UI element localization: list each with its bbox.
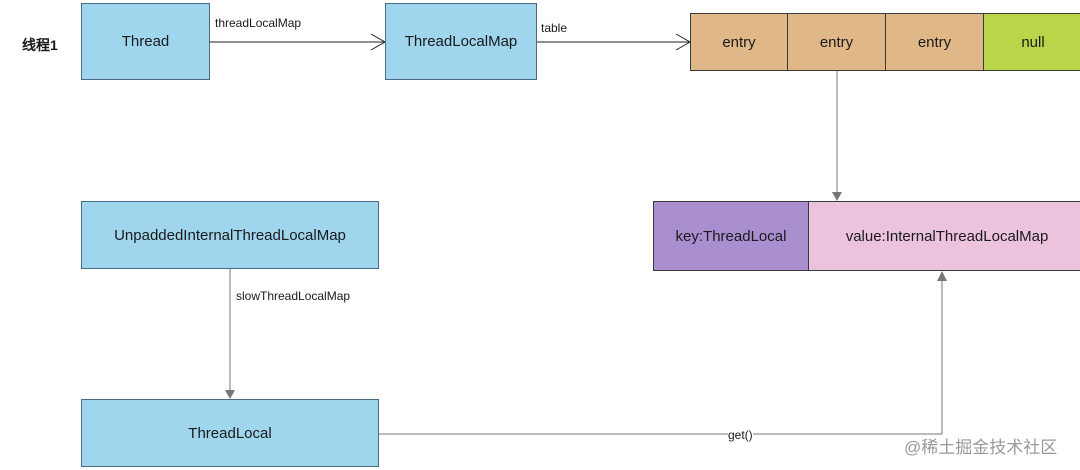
thread-node: Thread xyxy=(81,3,210,80)
watermark: @稀土掘金技术社区 xyxy=(904,438,1058,457)
thread-local-node: ThreadLocal xyxy=(81,399,379,467)
table-cell-2: entry xyxy=(787,13,886,71)
thread-local-map-node: ThreadLocalMap xyxy=(385,3,537,80)
table-cell-3: entry xyxy=(885,13,984,71)
edge-label-get: get() xyxy=(728,428,753,442)
table-cell-null: null xyxy=(983,13,1080,71)
table-cell-1: entry xyxy=(690,13,788,71)
edge-get xyxy=(379,273,943,435)
arrowhead-slow xyxy=(225,390,235,399)
value-cell: value:InternalThreadLocalMap xyxy=(808,201,1080,271)
row-label: 线程1 xyxy=(22,37,58,53)
edge-label-table: table xyxy=(541,21,568,35)
arrowhead-entry-to-pair xyxy=(832,192,842,201)
unpadded-map-node: UnpaddedInternalThreadLocalMap xyxy=(81,201,379,269)
key-cell: key:ThreadLocal xyxy=(653,201,809,271)
arrowhead-get xyxy=(937,271,947,281)
edge-label-thread-local-map: threadLocalMap xyxy=(215,16,302,30)
edge-label-slow-map: slowThreadLocalMap xyxy=(236,289,351,303)
